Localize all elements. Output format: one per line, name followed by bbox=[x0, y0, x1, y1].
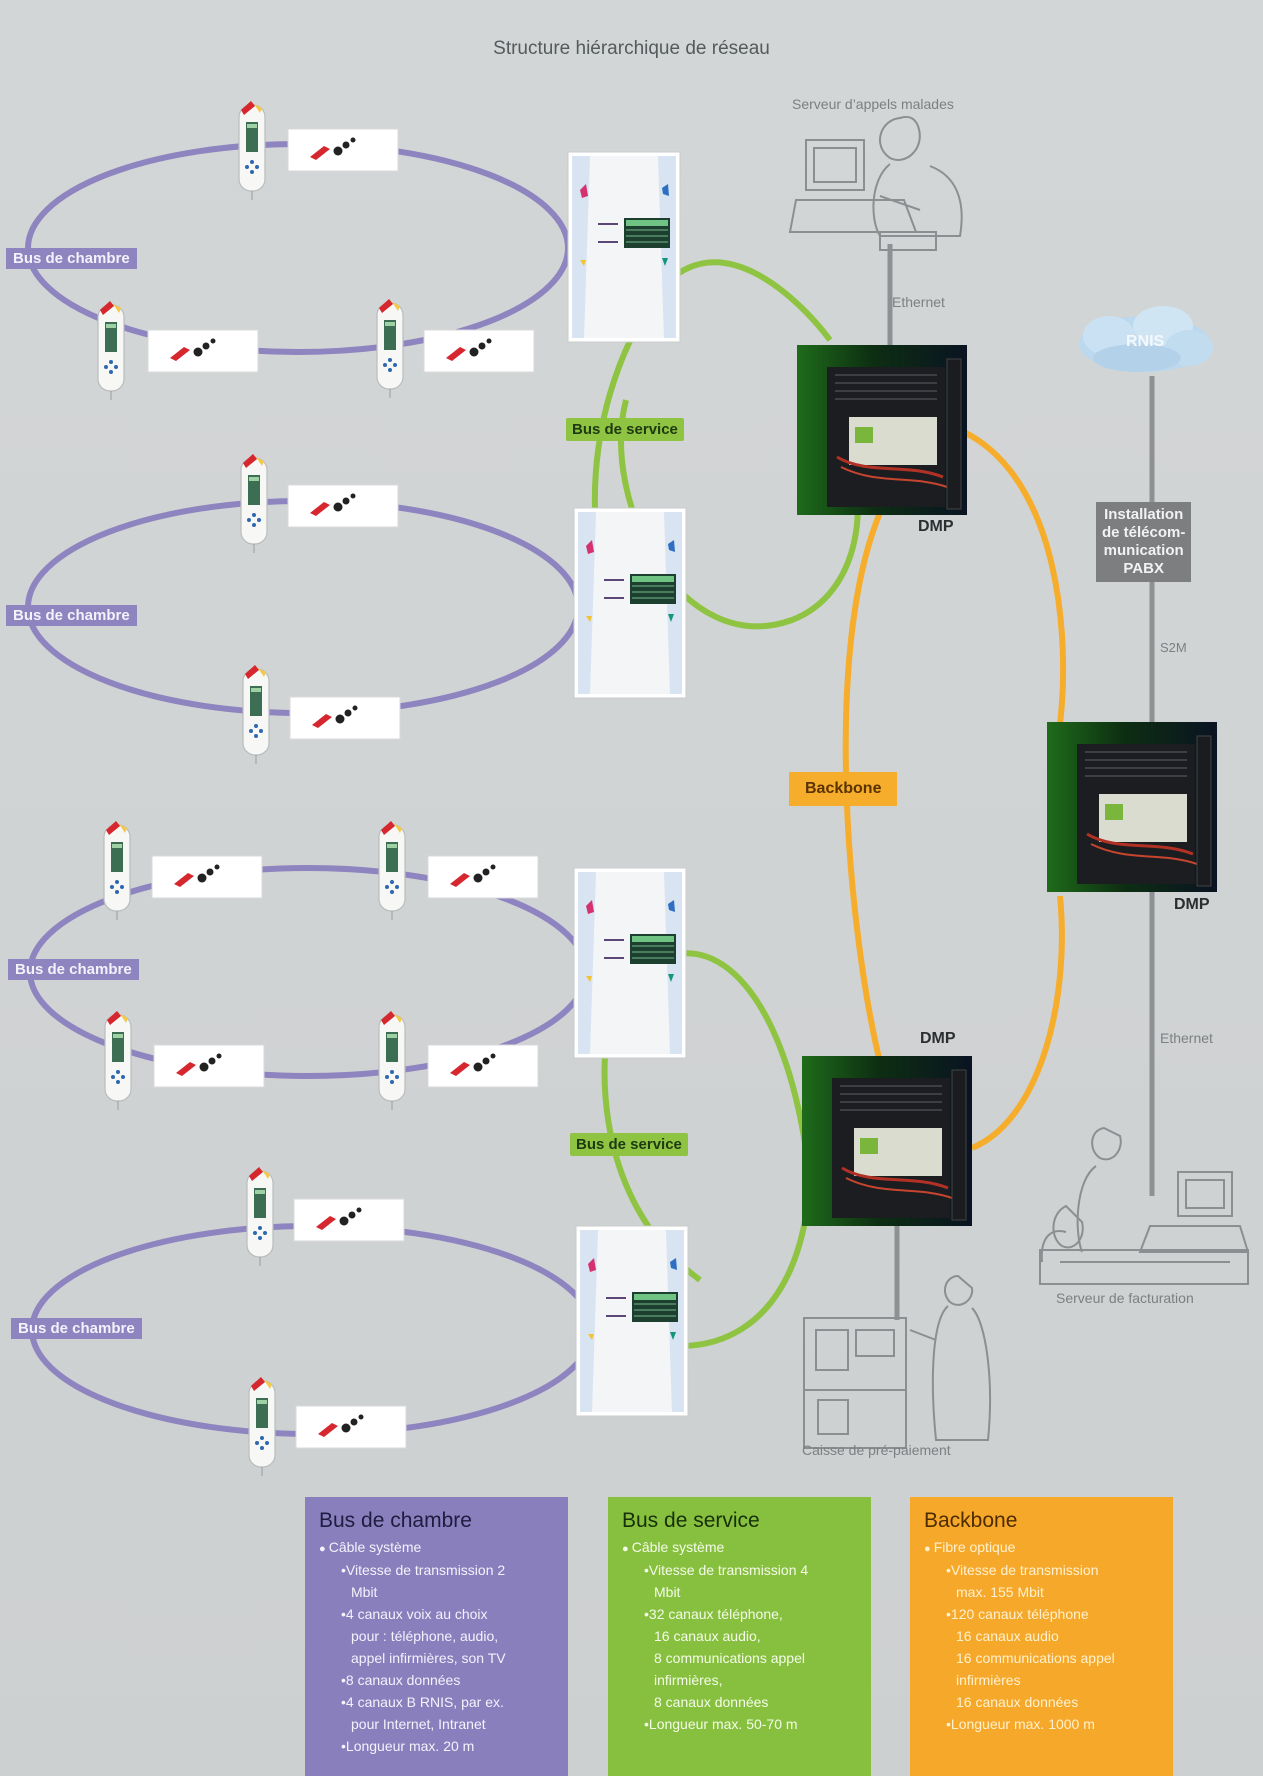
s2m-label: S2M bbox=[1160, 640, 1187, 655]
dmp-label-2: DMP bbox=[1174, 896, 1210, 913]
call-unit-card bbox=[423, 329, 535, 373]
legend-item: 16 canaux audio bbox=[956, 1628, 1059, 1644]
pabx-label: Installation de télécom- munication PABX bbox=[1096, 502, 1192, 582]
ethernet-label-right: Ethernet bbox=[1160, 1030, 1213, 1046]
billing-server-label: Serveur de facturation bbox=[1056, 1290, 1194, 1306]
prepayment-terminal-label: Caisse de pré-paiement bbox=[802, 1442, 951, 1458]
legend-title: Backbone bbox=[924, 1509, 1018, 1532]
patient-call-server-label: Serveur d’appels malades bbox=[792, 96, 954, 112]
legend-item: pour : téléphone, audio, bbox=[351, 1628, 499, 1644]
room-bus-label-3: Bus de chambre bbox=[8, 959, 139, 980]
handset bbox=[378, 1010, 406, 1111]
legend-item: Longueur max. 50-70 m bbox=[644, 1713, 857, 1735]
floor-panel bbox=[575, 1225, 689, 1417]
room-devices bbox=[97, 100, 539, 1477]
handset bbox=[242, 664, 270, 765]
floor-panel bbox=[567, 151, 681, 343]
legend-bus-de-chambre: Bus de chambre Câble système Vitesse de … bbox=[305, 1497, 568, 1776]
legend-item: appel infirmières, son TV bbox=[351, 1650, 506, 1666]
patient-call-server-icon bbox=[788, 116, 963, 251]
legend-item: 8 canaux données bbox=[654, 1694, 769, 1710]
legend-title: Bus de chambre bbox=[319, 1509, 472, 1532]
dmp-label-1: DMP bbox=[918, 518, 954, 535]
legend-item: Vitesse de transmission 2 bbox=[341, 1559, 554, 1581]
call-unit-card bbox=[287, 484, 399, 528]
legend-item: pour Internet, Intranet bbox=[351, 1716, 486, 1732]
legend-item: 120 canaux téléphone bbox=[946, 1603, 1159, 1625]
legend-item: Vitesse de transmission bbox=[946, 1559, 1159, 1581]
legend-item: 4 canaux voix au choix bbox=[341, 1603, 554, 1625]
call-unit-card bbox=[289, 696, 401, 740]
legend-main-item: Câble système bbox=[319, 1539, 554, 1555]
call-unit-card bbox=[427, 1044, 539, 1088]
legend-item: 16 communications appel bbox=[956, 1650, 1115, 1666]
handset bbox=[238, 100, 266, 201]
legend-item: Longueur max. 20 m bbox=[341, 1735, 554, 1757]
legend-item: 16 canaux audio, bbox=[654, 1628, 761, 1644]
handset bbox=[97, 300, 125, 401]
legend-bus-de-service: Bus de service Câble système Vitesse de … bbox=[608, 1497, 871, 1776]
call-unit-card bbox=[153, 1044, 265, 1088]
diagram-title: Structure hiérarchique de réseau bbox=[493, 38, 770, 59]
legend-item: infirmières, bbox=[654, 1672, 723, 1688]
legend-main-item: Câble système bbox=[622, 1539, 857, 1555]
backbone-label: Backbone bbox=[789, 772, 898, 806]
rnis-label: RNIS bbox=[1126, 333, 1165, 350]
legend-item: 4 canaux B RNIS, par ex. bbox=[341, 1691, 554, 1713]
handset bbox=[240, 453, 268, 554]
handset bbox=[246, 1166, 274, 1267]
floor-panel bbox=[573, 507, 687, 699]
legend-item: Longueur max. 1000 m bbox=[946, 1713, 1159, 1735]
billing-server-icon bbox=[1039, 1126, 1250, 1285]
call-unit-card bbox=[147, 329, 259, 373]
handset bbox=[248, 1376, 276, 1477]
handset bbox=[103, 820, 131, 921]
handset bbox=[376, 298, 404, 399]
legend-item: Mbit bbox=[351, 1584, 378, 1600]
dmp-rack bbox=[800, 1054, 974, 1228]
legend-item: infirmières bbox=[956, 1672, 1021, 1688]
legend-item: 16 canaux données bbox=[956, 1694, 1079, 1710]
dmp-label-3: DMP bbox=[920, 1030, 956, 1047]
call-unit-card bbox=[293, 1198, 405, 1242]
call-unit-card bbox=[427, 855, 539, 899]
call-unit-card bbox=[287, 128, 399, 172]
legend-item: 32 canaux téléphone, bbox=[644, 1603, 857, 1625]
handset bbox=[104, 1010, 132, 1111]
ethernet-label-top: Ethernet bbox=[892, 294, 945, 310]
service-bus-label-2: Bus de service bbox=[570, 1133, 688, 1156]
call-unit-card bbox=[295, 1405, 407, 1449]
handset bbox=[378, 820, 406, 921]
floor-panel bbox=[573, 867, 687, 1059]
legend-main-item: Fibre optique bbox=[924, 1539, 1159, 1555]
legend-item: Mbit bbox=[654, 1584, 681, 1600]
dmp-rack bbox=[795, 343, 969, 517]
room-bus-label-2: Bus de chambre bbox=[6, 605, 137, 626]
legend-item: 8 communications appel bbox=[654, 1650, 805, 1666]
legend-title: Bus de service bbox=[622, 1509, 760, 1532]
legend-item: max. 155 Mbit bbox=[956, 1584, 1044, 1600]
legend-backbone: Backbone Fibre optique Vitesse de transm… bbox=[910, 1497, 1173, 1776]
prepayment-terminal-icon bbox=[803, 1274, 991, 1449]
service-bus-label-1: Bus de service bbox=[566, 418, 684, 441]
legend-item: 8 canaux données bbox=[341, 1669, 554, 1691]
room-bus-label-4: Bus de chambre bbox=[11, 1318, 142, 1339]
room-bus-label-1: Bus de chambre bbox=[6, 248, 137, 269]
dmp-rack bbox=[1045, 720, 1219, 894]
legend-item: Vitesse de transmission 4 bbox=[644, 1559, 857, 1581]
call-unit-card bbox=[151, 855, 263, 899]
